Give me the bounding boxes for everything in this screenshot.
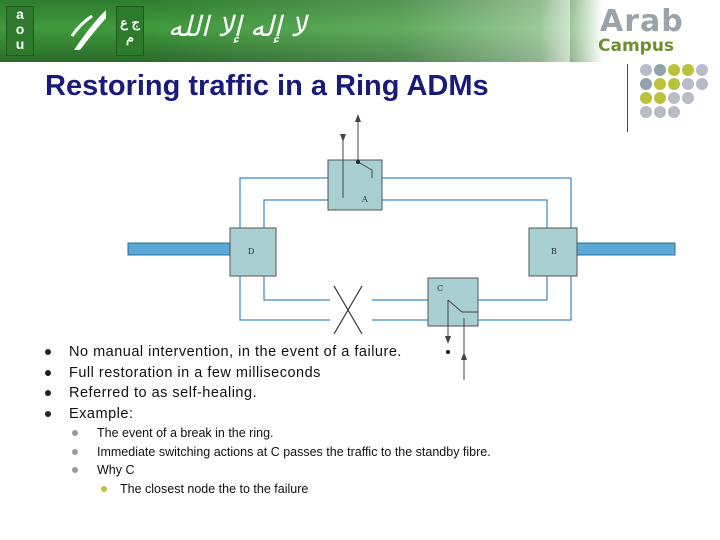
node-b: B <box>528 227 578 277</box>
node-c: C <box>427 277 479 327</box>
dot-icon <box>668 78 680 90</box>
dot-icon <box>640 92 652 104</box>
logo-letter-u: u <box>15 36 25 52</box>
switch-point-icon <box>446 350 450 354</box>
bullet-item: No manual intervention, in the event of … <box>45 342 491 363</box>
tributary-line-right <box>576 242 676 256</box>
dot-icon <box>654 78 666 90</box>
dot-icon <box>640 78 652 90</box>
bullet-item: Referred to as self-healing. <box>45 383 491 404</box>
dot-icon <box>640 64 652 76</box>
logo-letter-o: o <box>15 21 25 37</box>
node-d-label: D <box>248 247 254 256</box>
logo-swoosh-icon <box>70 10 106 50</box>
node-d: D <box>229 227 277 277</box>
aou-logo: a o u <box>6 6 34 56</box>
sub-bullet-item: Why C <box>45 461 491 480</box>
node-a-label: A <box>361 195 368 204</box>
sub-sub-bullet-item: The closest node the to the failure <box>45 480 491 499</box>
brand-logo-arab: Arab <box>600 4 684 39</box>
node-a: A <box>327 159 383 211</box>
up-arrow-icon <box>461 352 467 360</box>
brand-logo-campus: Campus <box>598 36 675 56</box>
dot-icon <box>682 92 694 104</box>
shahada-calligraphy: لا إله إلا الله <box>168 10 307 43</box>
up-arrow-icon <box>355 114 361 122</box>
switch-point-icon <box>356 160 360 164</box>
flag-background <box>150 0 570 62</box>
header-banner: a o u ج ع م لا إله إلا الله Arab Campus <box>0 0 720 62</box>
slide-title: Restoring traffic in a Ring ADMs <box>45 70 489 102</box>
outer-ring-fibre <box>239 177 572 321</box>
dot-icon <box>668 106 680 118</box>
sub-bullet-item: Immediate switching actions at C passes … <box>45 443 491 462</box>
dot-icon <box>682 78 694 90</box>
dot-icon <box>696 78 708 90</box>
dot-icon <box>640 106 652 118</box>
down-arrow-icon <box>445 336 451 344</box>
logo-arabic-text: ج ع م <box>120 15 140 45</box>
dot-icon <box>654 92 666 104</box>
logo-letter-a: a <box>16 6 24 22</box>
tributary-line-left <box>127 242 231 256</box>
inner-ring-fibre <box>263 199 548 301</box>
dot-icon <box>696 64 708 76</box>
dot-icon <box>668 92 680 104</box>
node-b-label: B <box>551 247 557 256</box>
node-c-label: C <box>437 284 443 293</box>
dot-icon <box>654 64 666 76</box>
fibre-break-icon <box>333 285 363 335</box>
title-divider <box>627 64 628 132</box>
dot-icon <box>654 106 666 118</box>
down-arrow-icon <box>340 134 346 142</box>
dot-icon <box>668 64 680 76</box>
banner-fade <box>540 0 720 62</box>
node-c-switch-line <box>447 299 478 313</box>
bullet-list: No manual intervention, in the event of … <box>45 342 491 498</box>
bullet-item: Example: <box>45 404 491 425</box>
dot-icon <box>682 64 694 76</box>
aou-arabic-logo: ج ع م <box>116 6 144 56</box>
sub-bullet-item: The event of a break in the ring. <box>45 424 491 443</box>
bullet-item: Full restoration in a few milliseconds <box>45 363 491 384</box>
node-a-switch-line <box>357 161 373 178</box>
